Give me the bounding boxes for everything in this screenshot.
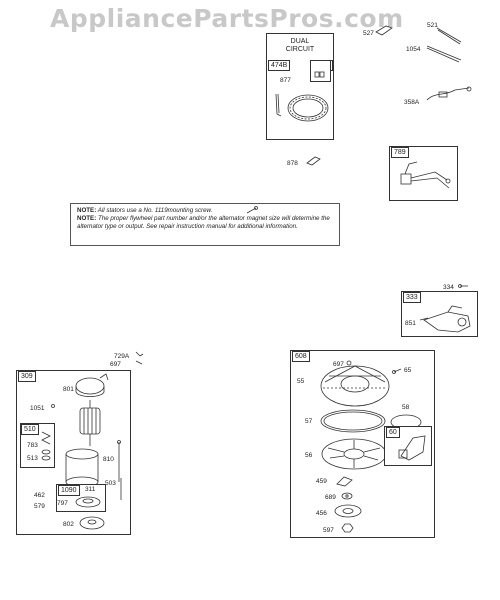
gear-1090-drawing: [75, 496, 101, 508]
nut-689-drawing: [341, 492, 353, 500]
part-783[interactable]: 783: [27, 442, 38, 449]
fan-56-drawing: [321, 438, 387, 470]
part-689[interactable]: 689: [325, 494, 336, 501]
note-2-text: The proper flywheel part number and/or t…: [77, 215, 330, 230]
part-1051[interactable]: 1051: [30, 405, 45, 412]
armature-drawing: [79, 400, 101, 446]
note-2: NOTE: The proper flywheel part number an…: [77, 215, 333, 231]
part-tag-510[interactable]: 510: [21, 424, 39, 435]
bolt-810-drawing: [117, 440, 121, 482]
dual-circuit-label: DUAL CIRCUIT: [272, 38, 328, 54]
part-527[interactable]: 527: [363, 30, 374, 37]
screw-icon: [246, 206, 258, 214]
note-1-text: All stators use a No. 1119mounting screw…: [97, 207, 213, 214]
part-57[interactable]: 57: [305, 418, 313, 425]
part-tag-1090[interactable]: 1090: [58, 485, 80, 496]
washer-459-drawing: [336, 476, 353, 487]
screw-334-drawing: [458, 284, 468, 288]
flywheel-55-drawing: [320, 365, 390, 407]
dual-circuit-box: [266, 33, 334, 140]
screws-729a-drawing: [135, 351, 144, 365]
box-333: [401, 291, 478, 337]
wire-harness-789-drawing: [400, 161, 451, 189]
part-358a[interactable]: 358A: [404, 99, 420, 106]
part-579[interactable]: 579: [34, 503, 45, 510]
part-797[interactable]: 797: [57, 500, 68, 507]
part-597[interactable]: 597: [323, 527, 334, 534]
drive-802-drawing: [79, 516, 105, 530]
part-459[interactable]: 459: [316, 478, 327, 485]
screw-697-drawing: [346, 360, 352, 366]
watermark: AppliancePartsPros.com: [50, 4, 404, 33]
part-311[interactable]: 311: [85, 486, 96, 493]
part-tag-789[interactable]: 789: [391, 147, 409, 158]
part-55[interactable]: 55: [297, 378, 305, 385]
part-tag-474b[interactable]: 474B: [268, 60, 291, 71]
stator-877-drawing: [275, 93, 329, 122]
bracket-527-drawing: [375, 25, 393, 36]
part-802[interactable]: 802: [63, 521, 74, 528]
part-521[interactable]: 521: [427, 22, 438, 29]
part-878[interactable]: 878: [287, 160, 298, 167]
connector-1059-drawing: [314, 71, 325, 78]
ring-57-drawing: [320, 409, 386, 433]
spring-510-drawing: [41, 431, 51, 461]
dual-circuit-line2: CIRCUIT: [285, 46, 315, 53]
part-513[interactable]: 513: [27, 455, 38, 462]
part-851[interactable]: 851: [405, 320, 416, 327]
part-810[interactable]: 810: [103, 456, 114, 463]
tie-1054-drawing: [426, 45, 462, 63]
brush-1051-drawing: [51, 404, 55, 408]
dual-circuit-line1: DUAL: [290, 38, 310, 45]
notes-panel: NOTE: All stators use a No. 1119mounting…: [70, 203, 340, 246]
part-877[interactable]: 877: [280, 77, 291, 84]
part-462[interactable]: 462: [34, 492, 45, 499]
clip-878-drawing: [306, 156, 321, 166]
nut-597-drawing: [341, 523, 354, 533]
armature-333-drawing: [419, 305, 471, 333]
part-1054[interactable]: 1054: [406, 46, 421, 53]
part-334[interactable]: 334: [443, 284, 454, 291]
part-tag-333[interactable]: 333: [403, 292, 421, 303]
part-729a[interactable]: 729A: [114, 353, 130, 360]
note-1: NOTE: All stators use a No. 1119mounting…: [77, 207, 333, 215]
bolt-503-drawing: [120, 478, 122, 500]
note-1-label: NOTE:: [77, 207, 97, 214]
part-801[interactable]: 801: [63, 386, 74, 393]
part-503[interactable]: 503: [105, 480, 116, 487]
part-tag-60[interactable]: 60: [386, 427, 400, 438]
note-2-label: NOTE:: [77, 215, 97, 222]
part-58[interactable]: 58: [402, 404, 410, 411]
cup-456-drawing: [334, 504, 362, 518]
rod-521-drawing: [436, 27, 462, 45]
end-cap-801-drawing: [75, 373, 109, 397]
part-56[interactable]: 56: [305, 452, 313, 459]
screw-65-drawing: [392, 368, 402, 374]
part-697-flywheel[interactable]: 697: [333, 361, 344, 368]
part-697-top[interactable]: 697: [110, 361, 121, 368]
part-tag-309[interactable]: 309: [18, 371, 36, 382]
part-65[interactable]: 65: [404, 367, 412, 374]
part-tag-608[interactable]: 608: [292, 351, 310, 362]
part-456[interactable]: 456: [316, 510, 327, 517]
harness-358a-drawing: [426, 86, 472, 101]
bracket-60-drawing: [398, 435, 426, 461]
